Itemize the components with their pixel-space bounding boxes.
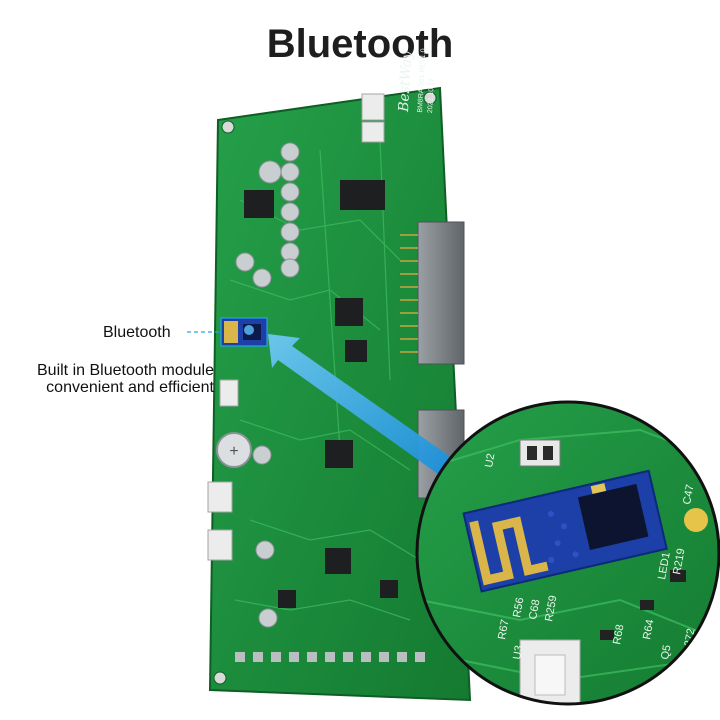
brand-silkscreen: BestWay BM8RA-301 REV1.0 2022.10.17 [396,48,436,114]
zoom-arrow [268,334,452,474]
svg-text:R67: R67 [496,619,511,641]
svg-text:C47: C47 [681,484,696,506]
description-line-2: convenient and efficient [46,379,214,396]
bluetooth-callout-label: Bluetooth [103,324,171,341]
svg-text:BM8RA-301 REV1.0: BM8RA-301 REV1.0 [417,48,427,113]
svg-text:R68: R68 [611,624,626,646]
page-title: Bluetooth [266,22,454,66]
svg-text:R219: R219 [671,548,687,576]
svg-text:LED1: LED1 [656,551,673,580]
svg-text:R56: R56 [511,597,526,619]
svg-text:Q5: Q5 [659,644,673,661]
svg-text:U3: U3 [511,645,525,661]
svg-text:U2: U2 [483,453,497,469]
svg-text:C68: C68 [527,599,542,621]
svg-text:+: + [229,443,238,460]
svg-text:2022.10.17: 2022.10.17 [427,78,436,113]
feature-description: Built in Bluetooth module convenient and… [12,362,214,396]
svg-text:R259: R259 [543,595,559,623]
svg-text:R64: R64 [641,619,656,641]
zoom-magnifier: U2 R56 C68 R259 R67 R68 U3 C47 R219 LED1… [415,400,720,706]
bluetooth-module-small [220,317,268,347]
description-line-1: Built in Bluetooth module [37,362,214,379]
svg-text:BestWay: BestWay [396,50,415,114]
